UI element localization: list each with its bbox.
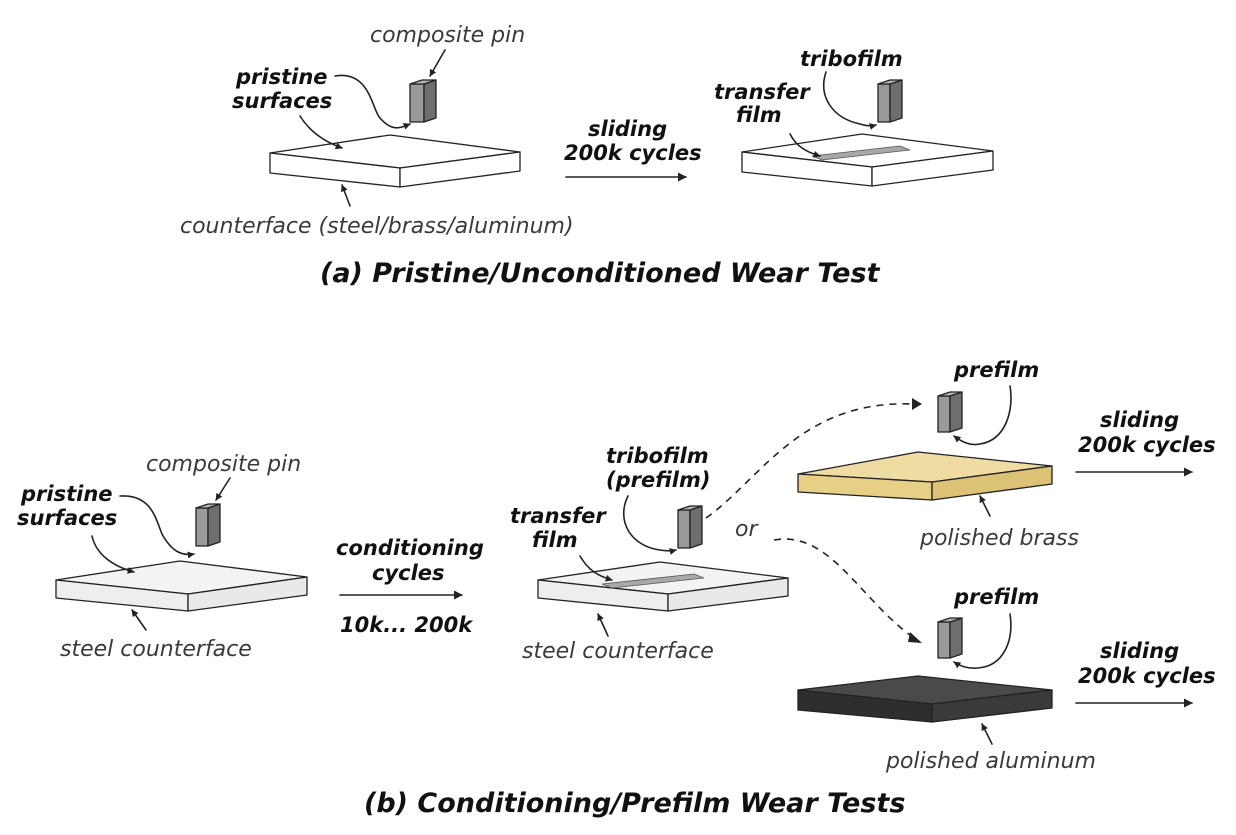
- pointer-arrow: [215, 477, 231, 501]
- pointer-arrow: [597, 613, 609, 637]
- counterface-plate-a: [269, 134, 521, 188]
- pointer-arrow: [823, 71, 877, 130]
- arrowhead: [912, 398, 922, 410]
- label-sliding-brass: sliding: [1100, 408, 1179, 432]
- label-steel-counterface: steel counterface: [60, 637, 252, 662]
- pointer-arrow: [979, 495, 991, 517]
- composite-pin-aluminum: [937, 617, 963, 659]
- panel-b: composite pin pristine surfaces steel co…: [17, 358, 1216, 819]
- label-film-b: film: [532, 528, 578, 552]
- aluminum-plate: [797, 675, 1053, 723]
- label-steel-counterface-b: steel counterface: [522, 639, 714, 664]
- label-tribofilm: tribofilm: [800, 47, 903, 71]
- pointer-arrow: [953, 613, 1012, 669]
- pointer-arrow: [953, 385, 1012, 446]
- pointer-arrow: [623, 495, 677, 555]
- label-prefilm-aluminum: prefilm: [953, 585, 1039, 609]
- label-conditioning: conditioning: [336, 536, 484, 560]
- composite-pin-b: [195, 503, 221, 547]
- arrowhead: [908, 632, 922, 643]
- label-200k-cycles-brass: 200k cycles: [1078, 433, 1216, 457]
- label-composite-pin: composite pin: [370, 23, 525, 48]
- composite-pin-a-after: [877, 79, 903, 123]
- pointer-arrow: [789, 133, 821, 158]
- label-polished-aluminum: polished aluminum: [885, 749, 1096, 774]
- pointer-arrow: [429, 49, 446, 77]
- composite-pin-a: [409, 79, 437, 123]
- plate-side: [399, 151, 521, 188]
- pointer-arrow: [340, 184, 351, 207]
- pointer-arrow: [131, 609, 147, 631]
- label-sliding-aluminum: sliding: [1100, 639, 1179, 663]
- brass-plate: [797, 451, 1053, 501]
- branch-arrow-aluminum: [773, 538, 915, 639]
- label-tribofilm-b: tribofilm: [606, 444, 709, 468]
- counterface-plate-a-after: [741, 133, 994, 187]
- label-cycle-range: 10k... 200k: [340, 613, 474, 637]
- label-transfer-b: transfer: [510, 504, 607, 528]
- label-pristine: pristine: [235, 65, 328, 89]
- pointer-arrow: [91, 535, 135, 574]
- label-surfaces-b: surfaces: [17, 506, 117, 530]
- steel-counterface-plate: [55, 560, 308, 612]
- label-polished-brass: polished brass: [919, 526, 1079, 551]
- caption-b: (b) Conditioning/Prefilm Wear Tests: [364, 788, 905, 819]
- pointer-arrow: [299, 115, 343, 150]
- label-or: or: [735, 517, 759, 542]
- pointer-arrow: [119, 495, 195, 559]
- transfer-film-strip: [811, 145, 911, 161]
- composite-pin-b-conditioned: [677, 505, 703, 549]
- label-counterface: counterface (steel/brass/aluminum): [180, 214, 574, 239]
- label-200k-cycles: 200k cycles: [564, 141, 702, 165]
- label-prefilm-brass: prefilm: [953, 358, 1039, 382]
- pointer-arrow: [981, 723, 993, 745]
- steel-counterface-plate-conditioned: [537, 561, 789, 612]
- label-surfaces: surfaces: [232, 89, 332, 113]
- label-200k-cycles-aluminum: 200k cycles: [1078, 664, 1216, 688]
- label-pristine-b: pristine: [20, 482, 113, 506]
- composite-pin-brass: [937, 391, 963, 433]
- pointer-arrow: [334, 74, 411, 130]
- label-composite-pin-b: composite pin: [146, 452, 301, 477]
- label-cycles: cycles: [372, 561, 445, 585]
- label-sliding: sliding: [588, 117, 667, 141]
- label-transfer: transfer: [714, 80, 811, 104]
- caption-a: (a) Pristine/Unconditioned Wear Test: [320, 258, 881, 289]
- label-film: film: [736, 103, 782, 127]
- transfer-film-strip-b: [601, 573, 705, 589]
- panel-a: composite pin pristine surfaces counterf…: [180, 23, 994, 289]
- pointer-arrow: [579, 555, 613, 582]
- label-prefilm-paren: (prefilm): [606, 468, 710, 492]
- branch-arrow-brass: [705, 403, 913, 519]
